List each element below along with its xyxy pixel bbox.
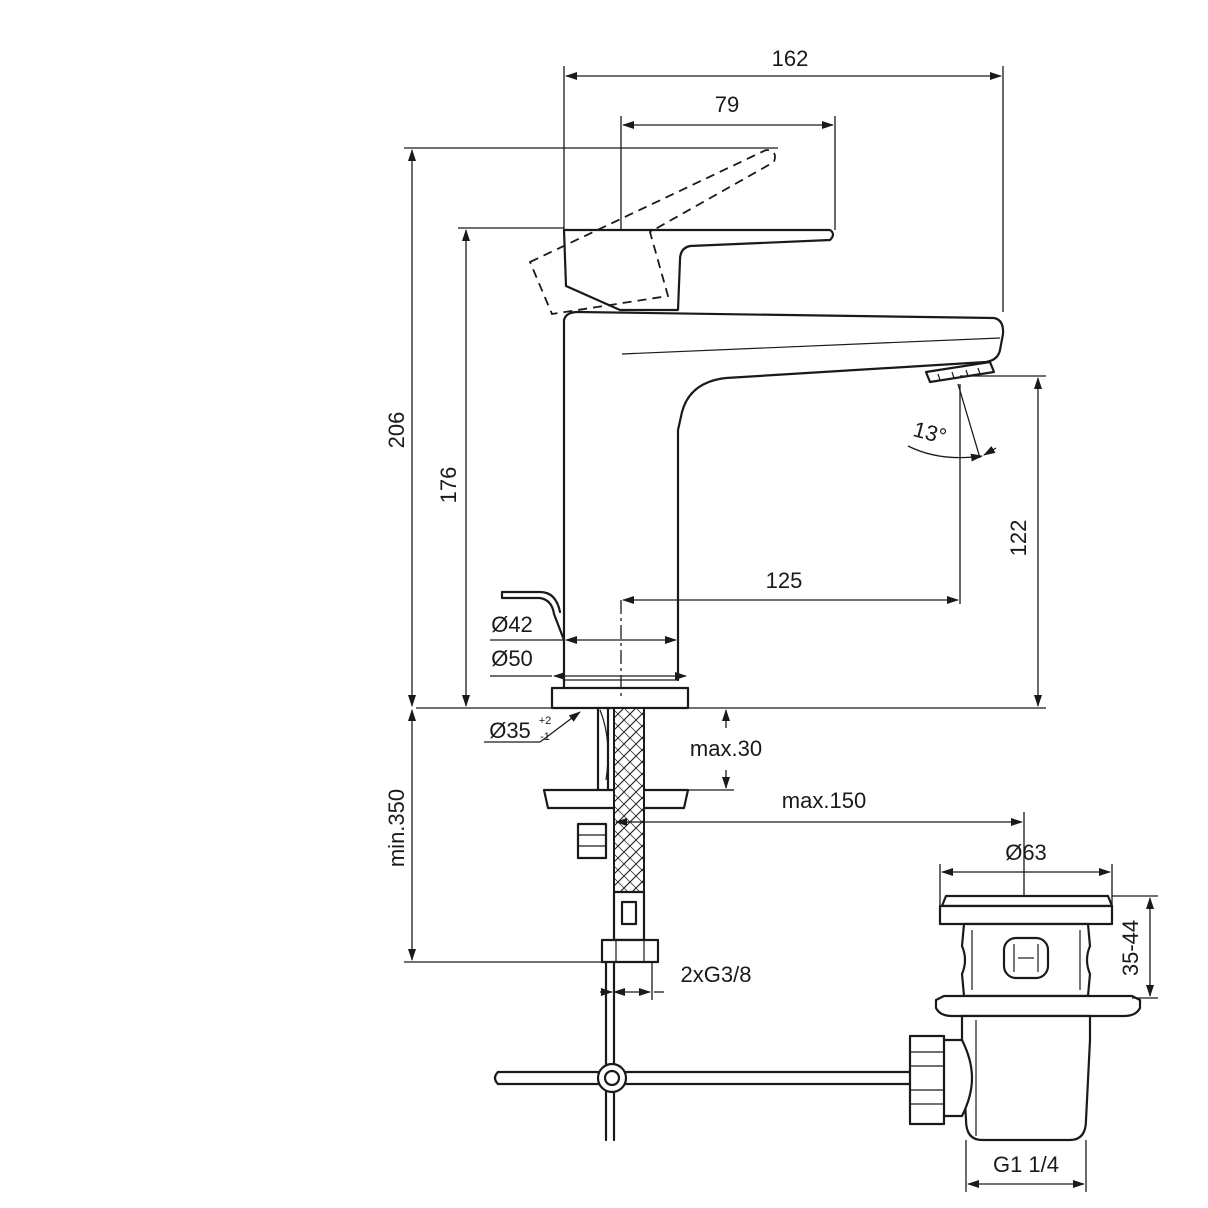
dim-body-diameter: Ø42	[490, 612, 677, 644]
dim-label-162: 162	[772, 46, 809, 71]
dim-label-dia35: Ø35	[489, 718, 531, 743]
dim-spout-projection: 125	[622, 384, 961, 604]
dim-label-122: 122	[1006, 520, 1031, 557]
braided-hose	[613, 707, 645, 893]
waste-valve	[908, 894, 1142, 1142]
dim-label-max30: max.30	[690, 736, 762, 761]
dim-label-tol-minus: -1	[540, 731, 550, 743]
dim-label-dia63: Ø63	[1005, 840, 1047, 865]
dim-spout-clearance: 122	[960, 375, 1046, 707]
dim-hole-diameter: Ø35 +2 -1	[484, 711, 581, 743]
dim-label-35-44: 35-44	[1118, 920, 1143, 976]
dim-waste-thread: G1 1/4	[965, 1140, 1087, 1192]
dim-waste-height: 35-44	[1112, 895, 1158, 999]
under-counter-assembly	[416, 706, 1046, 1142]
dim-label-dia50: Ø50	[491, 646, 533, 671]
dim-label-max150: max.150	[782, 788, 866, 813]
dim-max-hose-reach: max.150	[615, 788, 1025, 896]
faucet-body	[500, 310, 1005, 710]
dim-width-total: 162	[563, 46, 1004, 312]
dim-height-body: 176	[436, 227, 564, 707]
dim-label-79: 79	[715, 92, 739, 117]
dim-label-angle: 13°	[911, 416, 950, 449]
lever-handle	[562, 228, 835, 312]
dim-label-125: 125	[766, 568, 803, 593]
dim-label-g38: 2xG3/8	[681, 962, 752, 987]
dim-label-min350: min.350	[384, 789, 409, 867]
dim-label-g114: G1 1/4	[993, 1152, 1059, 1177]
dim-label-tol-plus: +2	[539, 715, 552, 727]
dim-label-176: 176	[436, 467, 461, 504]
dim-label-dia42: Ø42	[491, 612, 533, 637]
dim-height-total: 206	[384, 147, 778, 707]
dim-lever-reach: 79	[620, 92, 836, 230]
lever-open-dashed	[528, 149, 776, 315]
dim-max-thickness: max.30	[688, 709, 762, 791]
dim-waste-diameter: Ø63	[939, 840, 1113, 906]
dim-min-hose-length: min.350	[384, 709, 610, 963]
dim-hose-thread: 2xG3/8	[600, 962, 751, 1000]
dim-aerator-angle: 13°	[907, 383, 997, 462]
dim-base-diameter: Ø50	[490, 646, 687, 680]
dim-label-206: 206	[384, 412, 409, 449]
